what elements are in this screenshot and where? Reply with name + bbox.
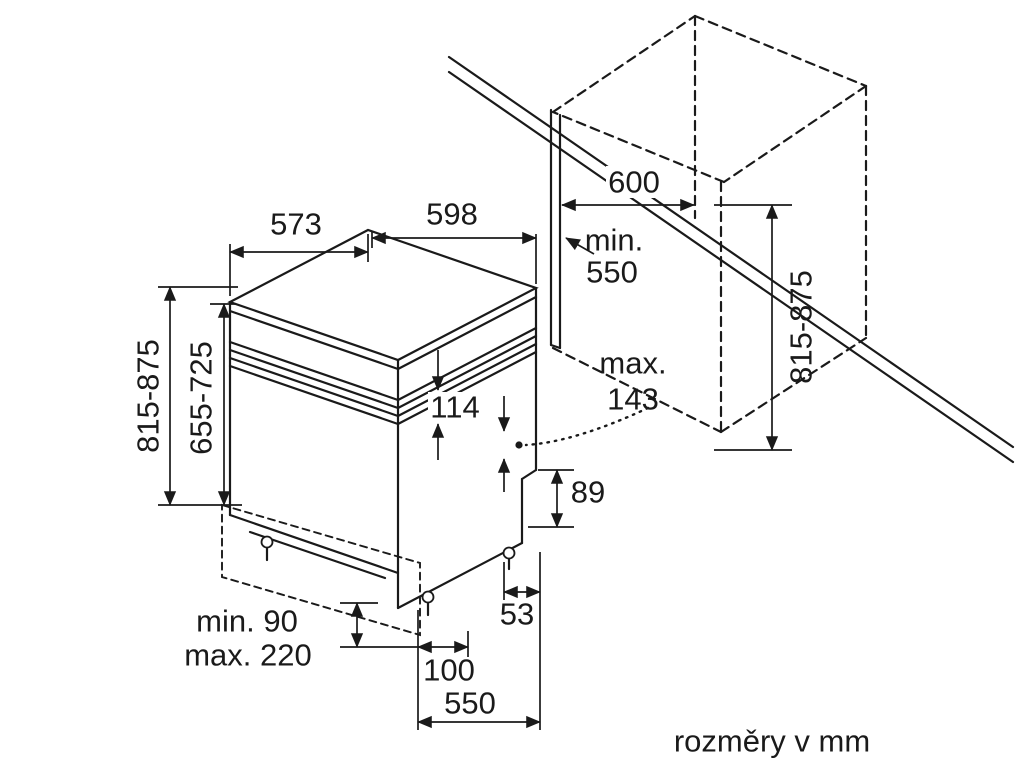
dim-body-depth-550: 550 [417,552,541,730]
dim-rear-clearance-89: 89 [528,469,605,528]
dim-label-front-foot-inset: 100 [423,653,475,688]
dim-plinth-range: min. 90 max. 220 [184,602,418,673]
dim-label-rear-clearance: 89 [571,475,605,510]
dim-label-rear-foot-inset: 53 [500,597,534,632]
dim-label-panel-max-word: max. [599,346,666,381]
dim-control-panel-114: 114 [428,350,482,460]
niche-side-wall [549,108,562,350]
control-panel-stripes [228,295,538,426]
dim-top-depth-573: 573 [229,207,369,296]
dim-rear-foot-inset-53: 53 [500,562,541,632]
leader-dot [515,441,523,449]
dim-label-niche-depth-value: 550 [586,255,638,290]
dim-top-width-598: 598 [371,197,537,284]
dim-label-niche-width: 600 [608,165,660,200]
dim-label-furniture-door-height: 655-725 [184,341,219,455]
furniture-panel-dashed-outline [221,503,421,637]
countertop-edge-lines [447,55,1015,464]
dimension-annotations: 573 598 600 min. 550 815-875 655 [131,165,819,730]
foot-front-right-icon [421,590,435,604]
dim-label-body-depth: 550 [444,686,496,721]
dim-panel-max-143: max. 143 [497,346,667,492]
scene [221,14,1015,637]
dim-label-top-depth: 573 [270,207,322,242]
dim-furniture-door-height-655-725: 655-725 [184,303,236,506]
dim-label-niche-height-right: 815-875 [784,270,819,384]
foot-rear-right-icon [502,546,516,560]
dim-label-top-width: 598 [426,197,478,232]
dim-niche-depth-min550: min. 550 [565,223,644,290]
dim-label-appliance-height-left: 815-875 [131,339,166,453]
niche-dashed-outline [551,14,868,434]
dim-label-niche-depth-word: min. [585,223,644,258]
leveling-feet [260,535,516,617]
dim-niche-width-600: 600 [561,165,695,212]
dim-front-foot-inset-100: 100 [417,610,475,730]
units-note: rozměry v mm [674,724,870,759]
dim-label-control-panel: 114 [430,390,479,425]
dim-niche-height-right-815-875: 815-875 [714,204,819,451]
dim-label-panel-max-value: 143 [607,382,659,417]
dim-appliance-height-left-815-875: 815-875 [131,286,242,506]
dim-label-plinth-max: max. 220 [184,638,312,673]
foot-front-left-icon [260,535,274,549]
dim-label-plinth-min: min. 90 [196,604,298,639]
